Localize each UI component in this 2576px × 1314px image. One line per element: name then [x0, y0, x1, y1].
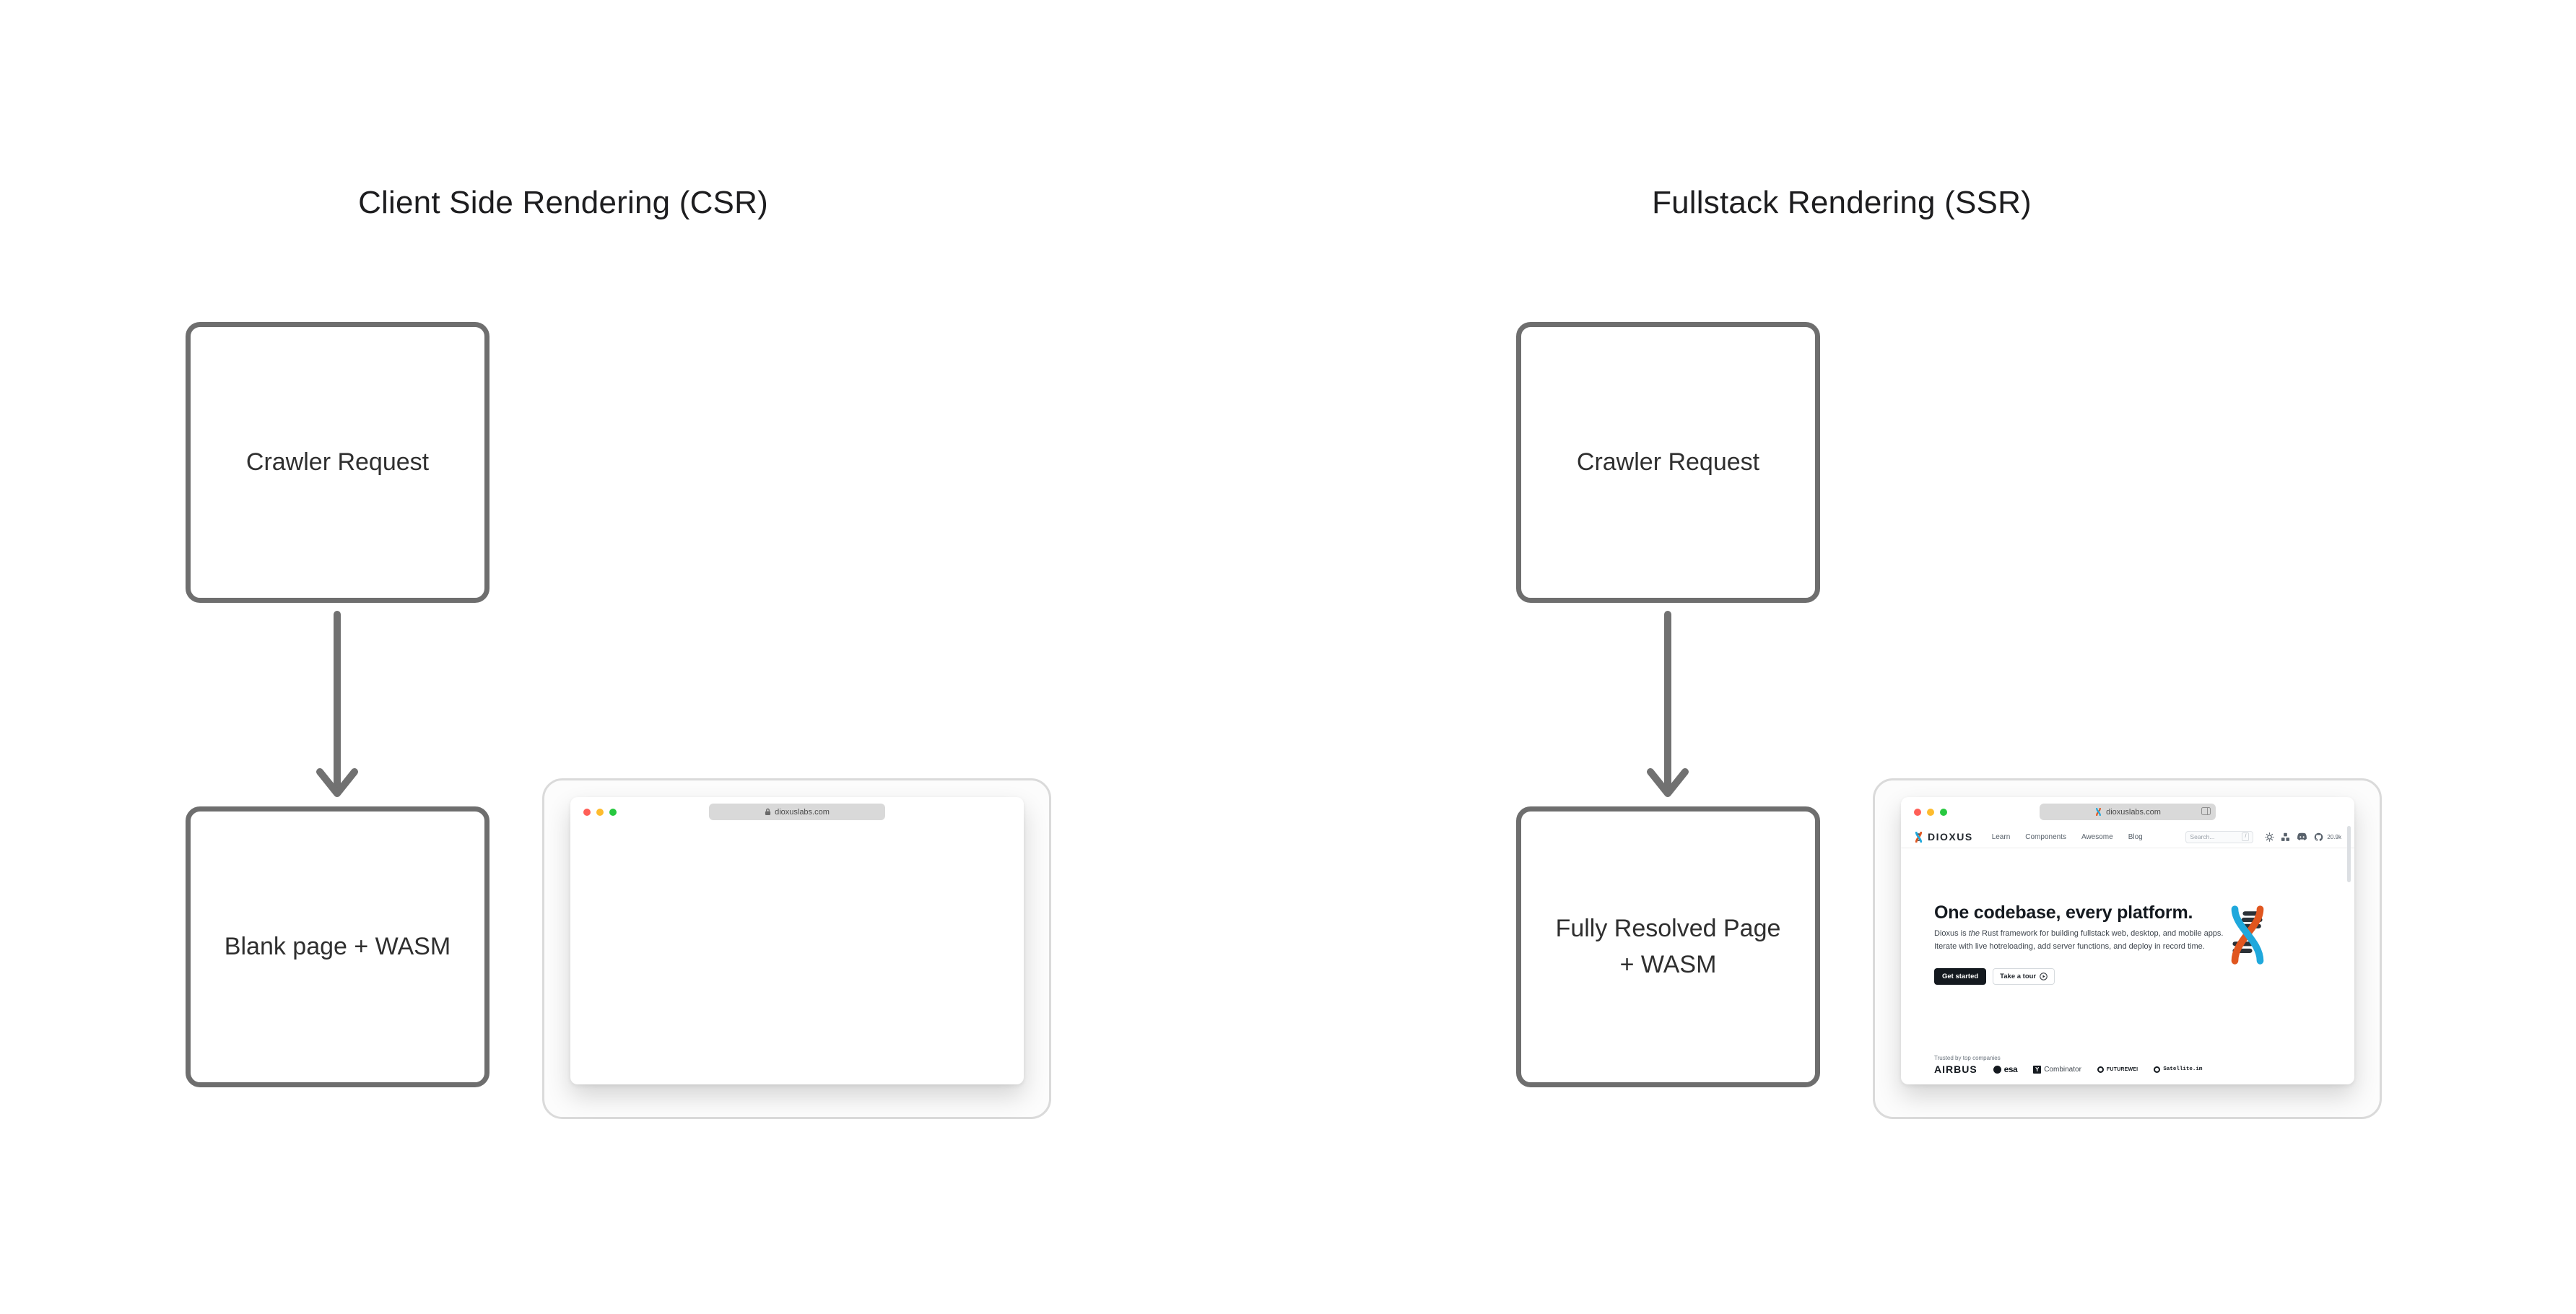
csr-crawler-request-box: Crawler Request	[186, 322, 489, 603]
hero-subtext-1: Dioxus is the Rust framework for buildin…	[1934, 929, 2224, 938]
logo-airbus: AIRBUS	[1934, 1063, 1977, 1075]
logo-satellite-im: Satellite.im	[2154, 1066, 2202, 1073]
play-icon	[2040, 973, 2048, 980]
ssr-url-text: dioxuslabs.com	[2106, 807, 2161, 817]
sidebar-icon[interactable]	[2201, 807, 2211, 815]
browser-scrollbar[interactable]	[2347, 826, 2351, 882]
csr-device-frame: dioxuslabs.com	[542, 778, 1051, 1119]
nav-link-awesome[interactable]: Awesome	[2081, 832, 2113, 841]
csr-flow-arrow	[316, 611, 358, 797]
dioxus-favicon	[2096, 808, 2101, 816]
nav-icon-row: 20.9k	[2265, 832, 2341, 842]
ssr-flow-arrow	[1647, 611, 1689, 797]
csr-title: Client Side Rendering (CSR)	[358, 185, 768, 220]
zoom-button[interactable]	[609, 809, 617, 816]
github-star-count: 20.9k	[2327, 833, 2341, 840]
crates-icon[interactable]	[2281, 832, 2290, 842]
csr-url-bar[interactable]: dioxuslabs.com	[709, 804, 885, 820]
ssr-title: Fullstack Rendering (SSR)	[1652, 185, 2032, 220]
dioxus-nav-right: Search... /	[2185, 830, 2341, 843]
theme-sun-icon[interactable]	[2265, 832, 2275, 842]
ssr-result-label-line2: + WASM	[1619, 950, 1717, 978]
github-icon[interactable]	[2314, 832, 2323, 842]
take-a-tour-button[interactable]: Take a tour	[1993, 968, 2055, 985]
hero-heading: One codebase, every platform.	[1934, 902, 2193, 923]
search-input[interactable]: Search... /	[2185, 830, 2254, 843]
nav-link-components[interactable]: Components	[2025, 832, 2066, 841]
yc-square-icon: Y	[2033, 1065, 2042, 1074]
logos-row: AIRBUS esa Y Combinator FUTUREWEI Satell…	[1934, 1063, 2202, 1075]
dioxus-helix-illustration	[2231, 905, 2264, 965]
ssr-crawler-request-box: Crawler Request	[1516, 322, 1820, 603]
hero-cta-row: Get started Take a tour	[1934, 968, 2055, 985]
csr-browser-window: dioxuslabs.com	[570, 797, 1024, 1084]
discord-icon[interactable]	[2297, 832, 2307, 841]
minimize-button[interactable]	[1927, 809, 1934, 816]
ssr-traffic-lights	[1914, 809, 1947, 816]
dioxus-nav-links: Learn Components Awesome Blog	[1992, 833, 2143, 841]
csr-traffic-lights	[583, 809, 617, 816]
ssr-browser-window: dioxuslabs.com DIOXUS	[1901, 797, 2354, 1084]
satellite-ring-icon	[2154, 1066, 2161, 1073]
nav-link-learn[interactable]: Learn	[1991, 832, 2011, 841]
futurewei-ring-icon	[2097, 1066, 2104, 1073]
dioxus-navbar: DIOXUS Learn Components Awesome Blog Sea…	[1901, 826, 2354, 848]
ssr-url-bar[interactable]: dioxuslabs.com	[2040, 804, 2216, 820]
close-button[interactable]	[1914, 809, 1921, 816]
logo-esa: esa	[1993, 1064, 2018, 1074]
csr-url-text: dioxuslabs.com	[775, 807, 830, 817]
search-shortcut-key: /	[2242, 832, 2250, 841]
minimize-button[interactable]	[596, 809, 604, 816]
csr-crawler-request-label: Crawler Request	[245, 448, 430, 476]
dioxus-logo-icon	[1915, 831, 1923, 843]
logo-futurewei: FUTUREWEI	[2097, 1066, 2138, 1073]
hero-subtext-2: Iterate with live hotreloading, add serv…	[1934, 942, 2205, 951]
logos-caption: Trusted by top companies	[1934, 1055, 2001, 1061]
nav-link-blog[interactable]: Blog	[2128, 832, 2143, 841]
dioxus-brand-text: DIOXUS	[1928, 831, 1973, 843]
logo-y-combinator: Y Combinator	[2033, 1065, 2081, 1074]
zoom-button[interactable]	[1940, 809, 1947, 816]
dioxus-brand[interactable]: DIOXUS	[1914, 831, 1973, 843]
csr-result-label: Blank page + WASM	[224, 932, 451, 960]
ssr-result-box: Fully Resolved Page + WASM	[1516, 806, 1820, 1087]
take-a-tour-label: Take a tour	[2000, 973, 2037, 980]
ssr-crawler-request-label: Crawler Request	[1576, 448, 1760, 476]
ssr-result-label-line1: Fully Resolved Page	[1555, 915, 1781, 943]
get-started-button[interactable]: Get started	[1934, 968, 1987, 985]
search-placeholder: Search...	[2190, 833, 2215, 840]
lock-icon	[765, 808, 771, 815]
csr-result-box: Blank page + WASM	[186, 806, 489, 1087]
esa-dot-icon	[1993, 1065, 2001, 1074]
close-button[interactable]	[583, 809, 591, 816]
ssr-device-frame: dioxuslabs.com DIOXUS	[1873, 778, 2382, 1119]
